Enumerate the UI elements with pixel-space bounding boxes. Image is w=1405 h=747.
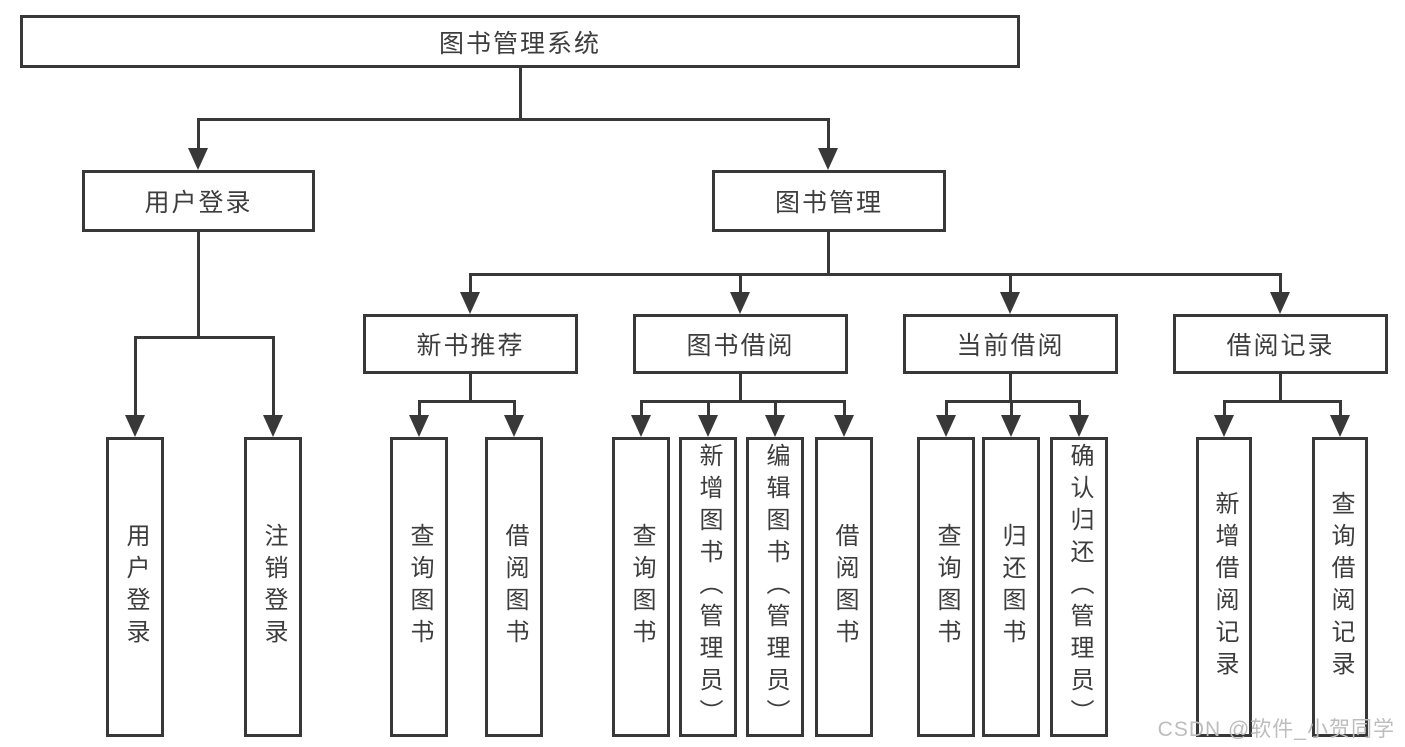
arrowhead-rec-leaf1 [1214,415,1234,437]
arrowhead-new-book-rec [460,292,480,314]
leaf-user-login-label: 用户登录 [122,523,149,651]
connector-book-borrow-stem [739,374,742,400]
connector-book-borrow-bar [640,400,846,403]
connector-rec-leaf1 [1223,400,1226,417]
arrowhead-user-login [188,148,208,170]
arrowhead-leaf-user-login [125,415,145,437]
leaf-logout: 注销登录 [244,437,302,737]
csdn-watermark: CSDN @软件_小贺同学 [1157,718,1395,741]
connector-bb-leaf3 [774,400,777,417]
connector-user-login-stem [197,232,200,336]
leaf-bb-edit-books-admin-label: 编辑图书（管理员） [762,443,789,731]
leaf-bb-borrow-books-label: 借阅图书 [831,523,858,651]
arrowhead-cb-leaf1 [936,415,956,437]
arrowhead-book-borrow [730,292,750,314]
connector-book-mgmt-stem [827,232,830,273]
leaf-bb-borrow-books: 借阅图书 [815,437,873,737]
connector-nbr-leaf2 [513,400,516,417]
leaf-cb-confirm-return-admin: 确认归还（管理员） [1050,437,1108,737]
leaf-bb-edit-books-admin: 编辑图书（管理员） [746,437,804,737]
node-book-borrowing: 图书借阅 [633,314,848,374]
node-book-management: 图书管理 [712,170,946,232]
connector-rec-leaf2 [1339,400,1342,417]
leaf-bb-query-books-label: 查询图书 [628,523,655,651]
arrowhead-cb-leaf3 [1069,415,1089,437]
leaf-bb-add-books-admin: 新增图书（管理员） [679,437,737,737]
leaf-cb-return-books: 归还图书 [982,437,1040,737]
arrowhead-bb-leaf1 [631,415,651,437]
arrowhead-current-borrow [1000,292,1020,314]
connector-new-book-rec-stem [469,374,472,400]
arrowhead-borrow-records [1270,292,1290,314]
connector-to-current-borrow [1009,273,1012,295]
connector-user-login-bar [134,336,275,339]
arrowhead-nbr-leaf1 [409,415,429,437]
leaf-cb-confirm-return-admin-label: 确认归还（管理员） [1066,443,1093,731]
connector-current-borrow-stem [1009,374,1012,400]
arrowhead-bb-leaf2 [698,415,718,437]
leaf-nbr-query-books-label: 查询图书 [406,523,433,651]
arrowhead-cb-leaf2 [1001,415,1021,437]
leaf-rec-add-record: 新增借阅记录 [1196,437,1252,737]
node-user-login: 用户登录 [82,170,315,232]
connector-bb-leaf4 [843,400,846,417]
connector-book-mgmt-bar [469,273,1282,276]
connector-bb-leaf2 [707,400,710,417]
connector-to-borrow-records [1279,273,1282,295]
leaf-nbr-borrow-books: 借阅图书 [485,437,543,737]
leaf-logout-label: 注销登录 [260,523,287,651]
connector-bb-leaf1 [640,400,643,417]
leaf-cb-query-books: 查询图书 [917,437,975,737]
connector-nbr-leaf1 [418,400,421,417]
node-library-management-system: 图书管理系统 [20,15,1020,68]
node-borrowing-records: 借阅记录 [1173,314,1388,374]
arrowhead-nbr-leaf2 [504,415,524,437]
connector-root-bar [197,118,830,121]
leaf-nbr-borrow-books-label: 借阅图书 [501,523,528,651]
connector-cb-leaf1 [945,400,948,417]
node-current-borrowing: 当前借阅 [903,314,1118,374]
arrowhead-bb-leaf4 [834,415,854,437]
connector-borrow-records-bar [1223,400,1342,403]
leaf-rec-query-record-label: 查询借阅记录 [1327,491,1354,683]
leaf-cb-return-books-label: 归还图书 [998,523,1025,651]
connector-root-stem [519,66,522,119]
arrowhead-book-mgmt [818,148,838,170]
leaf-rec-add-record-label: 新增借阅记录 [1211,491,1238,683]
arrowhead-rec-leaf2 [1330,415,1350,437]
connector-new-book-rec-bar [418,400,516,403]
leaf-bb-query-books: 查询图书 [612,437,670,737]
connector-current-borrow-bar [945,400,1081,403]
node-new-book-recommendation: 新书推荐 [363,314,578,374]
leaf-cb-query-books-label: 查询图书 [933,523,960,651]
arrowhead-bb-leaf3 [765,415,785,437]
connector-borrow-records-stem [1279,374,1282,400]
leaf-nbr-query-books: 查询图书 [390,437,448,737]
leaf-bb-add-books-admin-label: 新增图书（管理员） [695,443,722,731]
arrowhead-leaf-logout [263,415,283,437]
connector-to-book-borrow [739,273,742,295]
leaf-rec-query-record: 查询借阅记录 [1312,437,1368,737]
connector-cb-leaf2 [1010,400,1013,417]
connector-to-leaf-user-login [134,336,137,417]
connector-to-new-book-rec [469,273,472,295]
connector-to-leaf-logout [272,336,275,417]
connector-cb-leaf3 [1078,400,1081,417]
connector-root-to-book-mgmt [827,118,830,151]
leaf-user-login: 用户登录 [106,437,164,737]
connector-root-to-user-login [197,118,200,151]
